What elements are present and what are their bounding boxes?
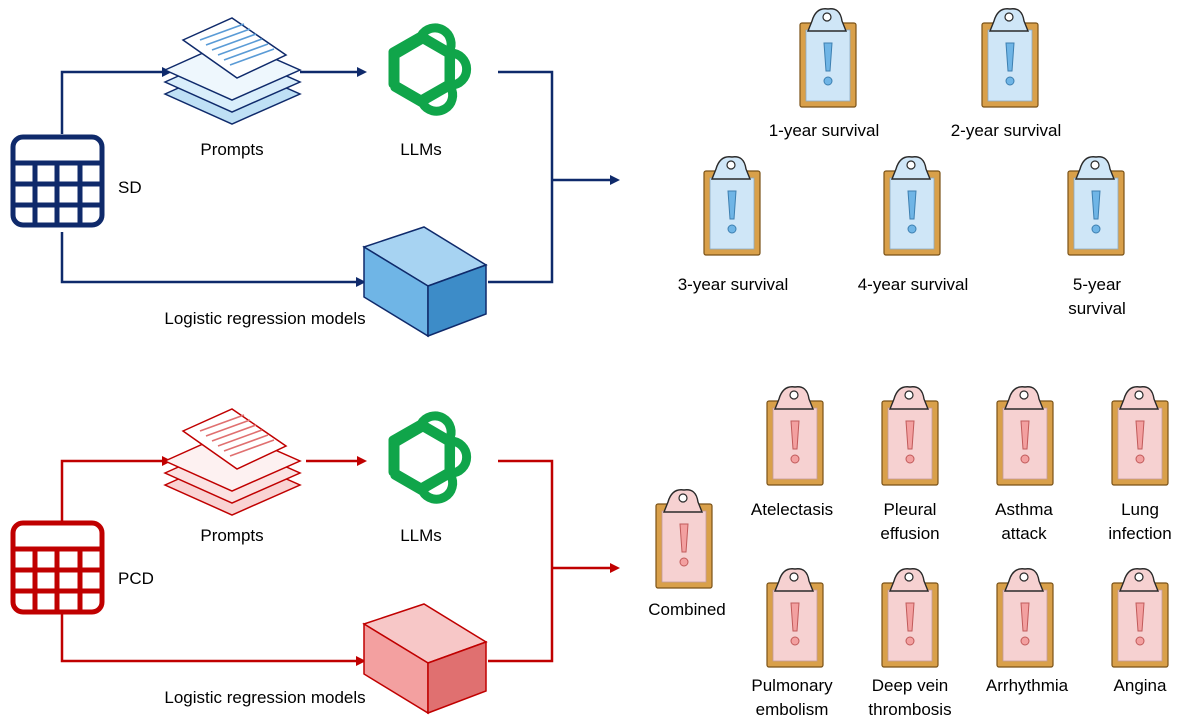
pcd-outcome-7-label: Arrhythmia [985, 676, 1069, 695]
pcd-prompts-icon [163, 408, 302, 516]
sd-outcome-2-label: 2-year survival [950, 121, 1062, 140]
sd-prompts-label: Prompts [200, 140, 264, 159]
sd-outcome-4-clipboard-icon [883, 156, 941, 256]
sd-connectors [60, 70, 612, 284]
sd-outcome-3-label: 3-year survival [677, 275, 789, 294]
pcd-model-box-icon [362, 603, 488, 715]
pcd-model-label: Logistic regression models [164, 688, 366, 707]
pcd-combined-label: Combined [648, 600, 726, 619]
pcd-prompts-label: Prompts [200, 526, 264, 545]
pcd-outcome-3-clipboard-icon [996, 386, 1054, 486]
pcd-outcome-3-label: Asthma attack [995, 500, 1053, 543]
pcd-outcome-7-clipboard-icon [996, 568, 1054, 668]
pcd-dataset-label: PCD [118, 569, 154, 588]
pcd-outcome-1-label: Atelectasis [750, 500, 834, 519]
pcd-outcome-5-clipboard-icon [766, 568, 824, 668]
sd-outcome-2-clipboard-icon [981, 8, 1039, 108]
sd-prompts-icon [163, 17, 302, 125]
pcd-llm-label: LLMs [400, 526, 442, 545]
sd-table-icon [10, 134, 105, 228]
pcd-llm-logo-icon [380, 413, 473, 505]
sd-outcome-1-clipboard-icon [799, 8, 857, 108]
pcd-outcome-2-label: Pleural effusion [880, 500, 940, 543]
sd-model-box-icon [362, 226, 488, 338]
sd-model-label: Logistic regression models [164, 309, 366, 328]
sd-outcome-5-label: 5-year survival [1068, 275, 1126, 318]
pcd-outcome-4-clipboard-icon [1111, 386, 1169, 486]
sd-dataset-label: SD [118, 178, 142, 197]
pcd-outcome-2-clipboard-icon [881, 386, 939, 486]
pcd-outcome-1-clipboard-icon [766, 386, 824, 486]
pcd-outcome-6-clipboard-icon [881, 568, 939, 668]
sd-outcome-1-label: 1-year survival [768, 121, 880, 140]
sd-outcome-4-label: 4-year survival [857, 275, 969, 294]
pcd-outcome-8-label: Angina [1113, 676, 1167, 695]
sd-outcome-3-clipboard-icon [703, 156, 761, 256]
sd-llm-label: LLMs [400, 140, 442, 159]
sd-outcome-5-clipboard-icon [1067, 156, 1125, 256]
pcd-connectors [60, 459, 612, 663]
pcd-combined-clipboard-icon [655, 489, 713, 589]
pcd-outcome-5-label: Pulmonary embolism [751, 676, 833, 719]
pcd-outcome-8-clipboard-icon [1111, 568, 1169, 668]
pcd-table-icon [10, 520, 105, 615]
sd-llm-logo-icon [380, 25, 473, 117]
pcd-outcome-6-label: Deep vein thrombosis [868, 676, 952, 719]
pcd-outcome-4-label: Lung infection [1108, 500, 1172, 543]
